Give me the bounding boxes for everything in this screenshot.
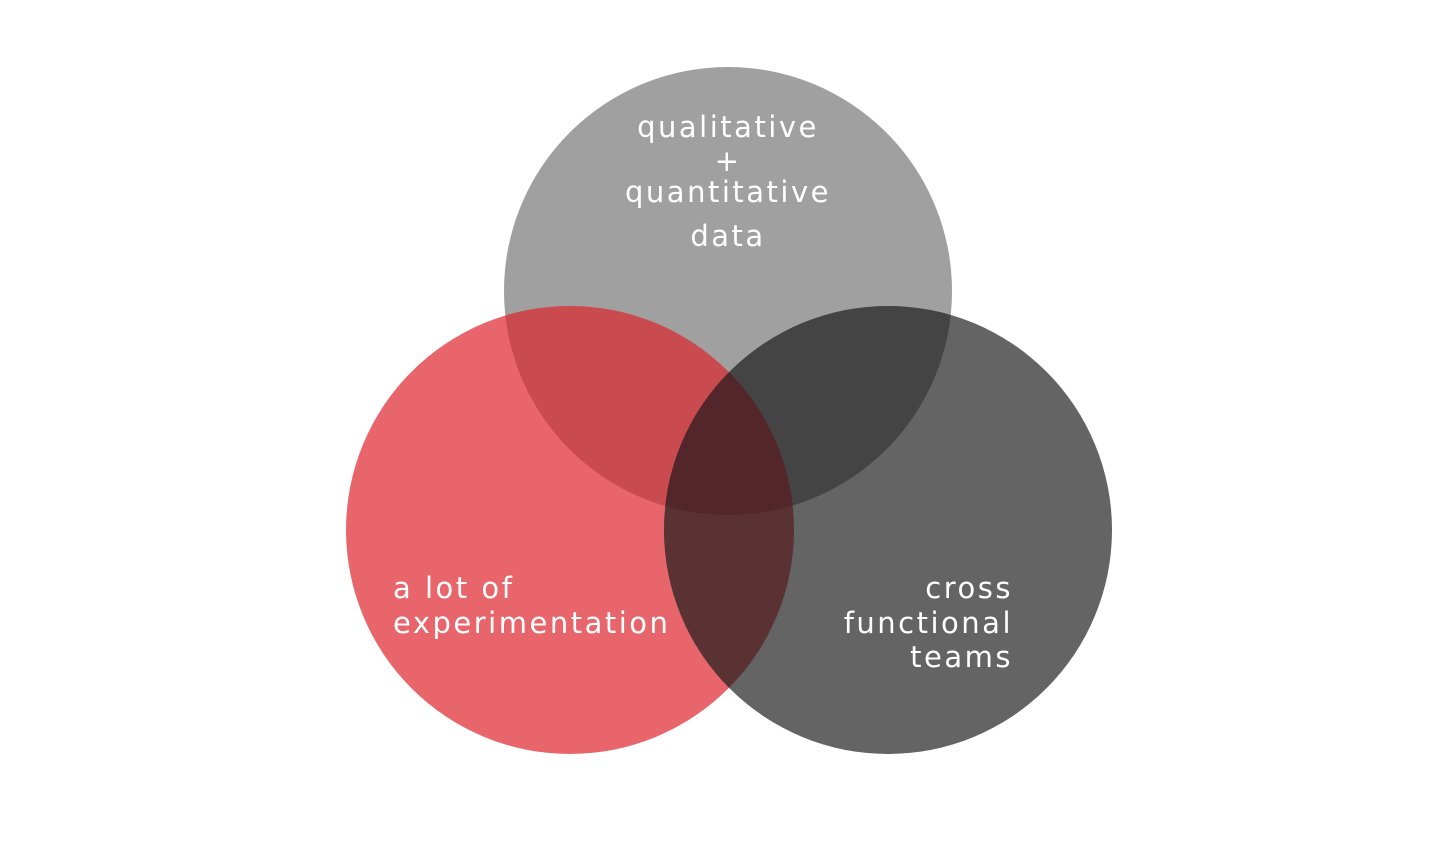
label-line: qualitative <box>637 110 819 144</box>
label-line: quantitative <box>625 175 831 209</box>
label-line: data <box>690 219 766 253</box>
label-line: + <box>714 144 742 178</box>
overlap-data-experimentation <box>504 306 794 515</box>
overlap-data-teams <box>664 306 952 515</box>
label-line: a lot of <box>393 571 515 605</box>
label-line: cross <box>925 571 1013 605</box>
label-line: functional <box>843 606 1013 640</box>
label-line: teams <box>910 640 1013 674</box>
label-line: experimentation <box>393 606 671 640</box>
